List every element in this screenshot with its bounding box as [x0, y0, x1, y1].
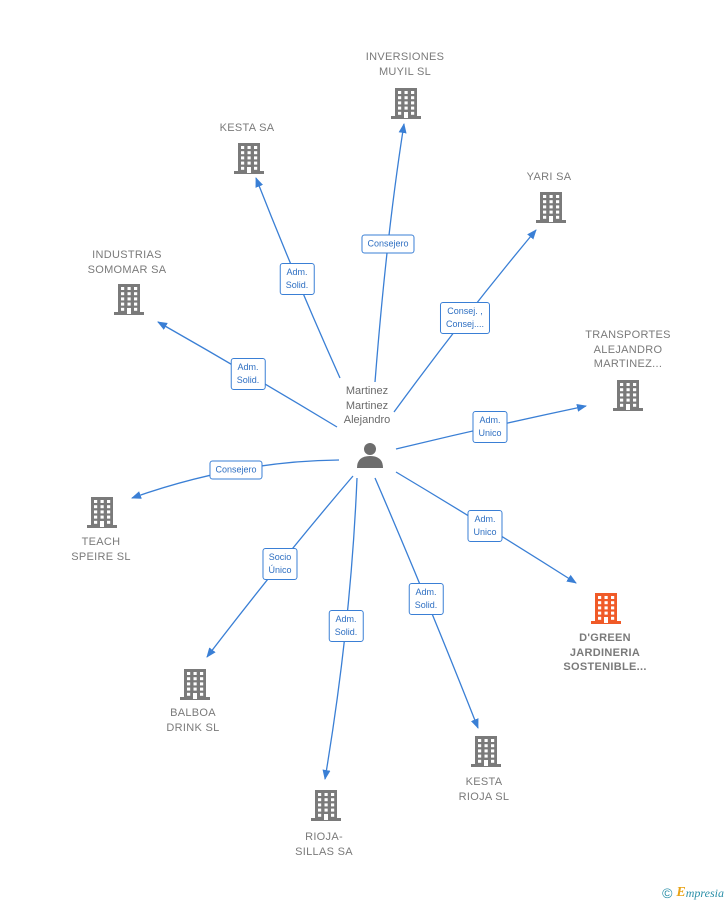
copyright-icon: © [662, 885, 673, 901]
company-name-balboa[interactable]: BALBOA DRINK SL [166, 707, 220, 734]
brand-initial: E [676, 885, 686, 900]
building-icon-kesta[interactable] [234, 143, 264, 174]
company-name-industrias[interactable]: INDUSTRIAS SOMOMAR SA [87, 249, 167, 276]
building-icon-dgreen[interactable] [591, 593, 621, 624]
company-name-riojasillas[interactable]: RIOJA- SILLAS SA [295, 831, 353, 858]
company-name-transportes[interactable]: TRANSPORTES ALEJANDRO MARTINEZ... [585, 329, 671, 370]
relation-label-kesta[interactable]: Adm. Solid. [279, 263, 315, 295]
company-name-inversiones[interactable]: INVERSIONES MUYIL SL [365, 51, 445, 78]
building-icon-industrias[interactable] [114, 284, 144, 315]
company-name-teach[interactable]: TEACH SPEIRE SL [71, 536, 131, 563]
relation-label-kestarioja[interactable]: Adm. Solid. [408, 583, 444, 615]
building-icon-riojasillas[interactable] [311, 790, 341, 821]
company-name-dgreen[interactable]: D'GREEN JARDINERIA SOSTENIBLE... [563, 632, 647, 673]
building-icon-transportes[interactable] [613, 380, 643, 411]
footer-brand: © E mpresia [662, 885, 724, 901]
relation-label-balboa[interactable]: Socio Único [262, 548, 298, 580]
relation-label-dgreen[interactable]: Adm. Unico [467, 510, 503, 542]
relation-label-teach[interactable]: Consejero [209, 460, 263, 480]
building-icon-teach[interactable] [87, 497, 117, 528]
brand-name: mpresia [685, 885, 724, 900]
company-name-kestarioja[interactable]: KESTA RIOJA SL [458, 776, 510, 803]
relation-label-riojasillas[interactable]: Adm. Solid. [328, 610, 364, 642]
building-icon-inversiones[interactable] [391, 88, 421, 119]
person-icon[interactable] [357, 443, 383, 468]
relation-label-transportes[interactable]: Adm. Unico [472, 411, 508, 443]
company-name-kesta[interactable]: KESTA SA [219, 122, 275, 134]
relation-label-industrias[interactable]: Adm. Solid. [230, 358, 266, 390]
company-name-yari[interactable]: YARI SA [526, 171, 572, 183]
building-icon-yari[interactable] [536, 192, 566, 223]
relation-label-inversiones[interactable]: Consejero [361, 234, 415, 254]
person-name[interactable]: Martinez Martinez Alejandro [343, 385, 391, 426]
building-icon-balboa[interactable] [180, 669, 210, 700]
building-icon-kestarioja[interactable] [471, 736, 501, 767]
relation-label-yari[interactable]: Consej. , Consej.... [439, 302, 491, 334]
